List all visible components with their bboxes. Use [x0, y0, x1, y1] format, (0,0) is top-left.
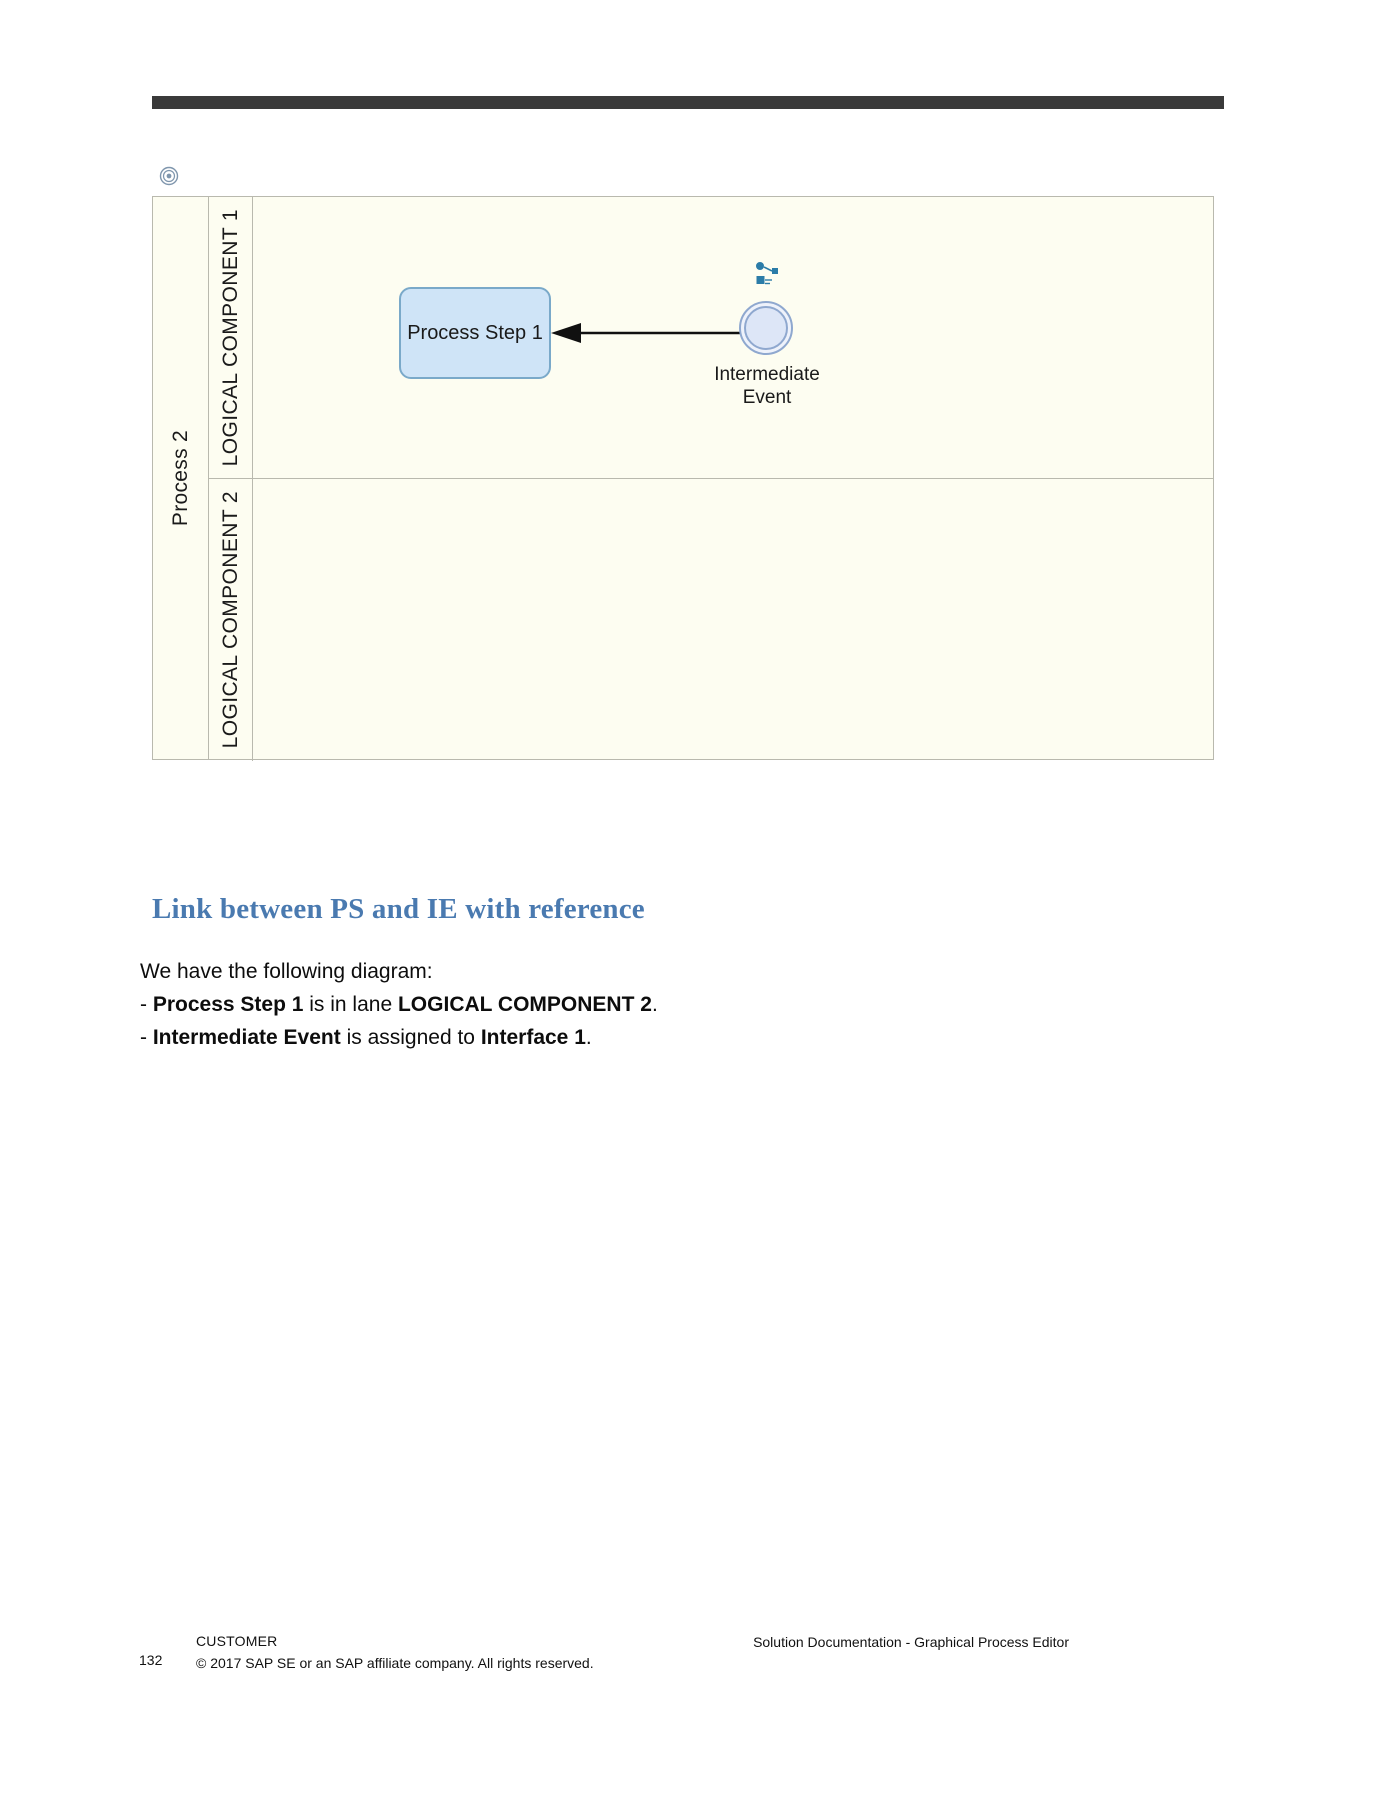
bullet-1-dash: - [140, 993, 153, 1016]
diagram-pool[interactable]: Process 2 LOGICAL COMPONENT 1 Process St… [152, 196, 1214, 761]
bullet-1-bold-2: LOGICAL COMPONENT 2 [397, 993, 652, 1016]
intermediate-event-label: Intermediate Event [701, 363, 833, 409]
shape-process-step-1[interactable]: Process Step 1 [399, 287, 551, 379]
bullet-2-bold-1: Intermediate Event [152, 1026, 341, 1049]
lane-logical-component-1[interactable]: LOGICAL COMPONENT 1 Process Step 1 [209, 197, 1213, 479]
target-badge-icon [158, 165, 180, 187]
lane-1-label: LOGICAL COMPONENT 1 [218, 208, 242, 467]
lane-2-body [253, 479, 1213, 761]
bullet-1-mid: is in lane [303, 993, 398, 1016]
footer-copyright: © 2017 SAP SE or an SAP affiliate compan… [196, 1655, 594, 1671]
pool-title: Process 2 [153, 197, 209, 759]
bullet-2-bold-2: Interface 1 [480, 1026, 586, 1049]
intermediate-event-label-line2: Event [742, 387, 792, 408]
lane-container: LOGICAL COMPONENT 1 Process Step 1 [209, 197, 1213, 761]
footer-page-number: 132 [139, 1652, 163, 1668]
footer-document-title: Solution Documentation - Graphical Proce… [753, 1634, 1069, 1650]
shape-intermediate-event[interactable] [739, 301, 793, 355]
process-diagram: Process 2 LOGICAL COMPONENT 1 Process St… [152, 160, 1224, 840]
lane-1-title: LOGICAL COMPONENT 1 [209, 197, 253, 478]
bullet-intermediate-event-interface: - Intermediate Event is assigned to Inte… [140, 1021, 592, 1054]
process-step-1-label: Process Step 1 [407, 321, 543, 344]
bullet-1-bold-1: Process Step 1 [152, 993, 304, 1016]
lane-1-body: Process Step 1 [253, 197, 1213, 478]
footer-customer-label: CUSTOMER [196, 1633, 278, 1649]
sequence-flow-arrow[interactable] [549, 319, 749, 347]
paragraph-intro: We have the following diagram: [140, 960, 433, 983]
bullet-1-end: . [651, 993, 658, 1016]
lane-logical-component-2[interactable]: LOGICAL COMPONENT 2 [209, 479, 1213, 761]
bullet-2-end: . [585, 1026, 592, 1049]
lane-2-label: LOGICAL COMPONENT 2 [218, 491, 242, 749]
intermediate-event-inner-ring [744, 306, 788, 350]
pool-title-label: Process 2 [168, 429, 192, 527]
bullet-2-dash: - [140, 1026, 153, 1049]
bullet-process-step-lane: - Process Step 1 is in lane LOGICAL COMP… [140, 988, 658, 1021]
lane-2-title: LOGICAL COMPONENT 2 [209, 479, 253, 761]
section-heading: Link between PS and IE with reference [152, 893, 645, 925]
page-top-rule [152, 96, 1224, 109]
bullet-2-mid: is assigned to [340, 1026, 481, 1049]
interface-reference-icon [753, 259, 783, 289]
intermediate-event-label-line1: Intermediate [714, 364, 820, 385]
